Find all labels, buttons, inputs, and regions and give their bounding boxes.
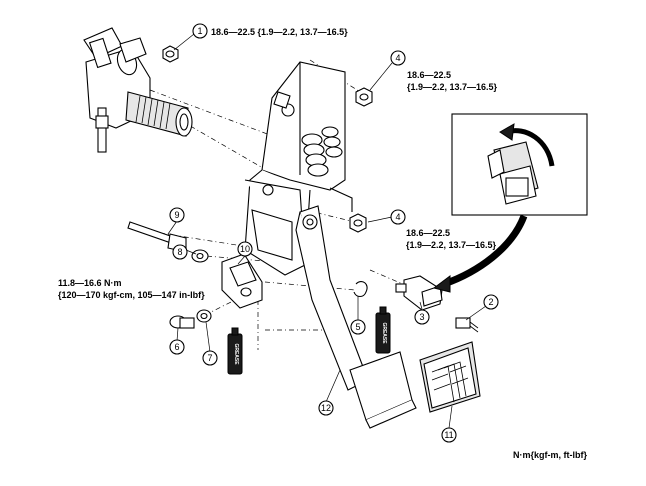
callout-7: 7 [202, 350, 218, 366]
callout-8: 8 [172, 244, 188, 260]
svg-text:11: 11 [444, 430, 453, 440]
callout-5: 5 [350, 319, 366, 335]
callout-6: 6 [169, 339, 185, 355]
bolt-part-9 [127, 221, 187, 253]
svg-text:9: 9 [174, 210, 179, 220]
torque-spec-part-8-line1: 11.8—16.6 N·m [58, 278, 122, 288]
clevis-part-10 [221, 253, 263, 309]
callout-12: 12 [318, 400, 334, 416]
callout-4-lower: 4 [390, 209, 406, 225]
torque-spec-part-4-upper-line1: 18.6—22.5 [407, 70, 451, 80]
rotation-arrow-icon [499, 123, 555, 167]
bushing-part-7 [196, 309, 212, 323]
nut-part-8 [191, 249, 209, 263]
clevis-pin-part-6 [169, 315, 195, 329]
units-note: N·m{kgf-m, ft-lbf} [513, 450, 587, 460]
connector-part-2 [455, 317, 479, 333]
torque-spec-part-8-line2: {120—170 kgf-cm, 105—147 in-lbf} [58, 290, 205, 300]
callout-11: 11 [441, 427, 457, 443]
torque-spec-part-4-upper-line2: {1.9—2.2, 13.7—16.5} [407, 82, 498, 92]
switch-detail-inset [451, 113, 588, 216]
brake-light-switch-part-3 [395, 275, 443, 311]
nut-part-4-lower [349, 213, 367, 233]
nut-part-1 [162, 45, 179, 63]
callout-9: 9 [169, 207, 185, 223]
callout-1: 1 [192, 23, 208, 39]
pedal-pad-part-11 [419, 341, 481, 413]
svg-text:4: 4 [395, 53, 400, 63]
svg-text:10: 10 [240, 244, 250, 254]
svg-text:8: 8 [177, 247, 182, 257]
svg-text:12: 12 [321, 403, 331, 413]
grease-label: GREASE [381, 322, 387, 344]
svg-text:5: 5 [355, 322, 360, 332]
leader-lines [167, 33, 487, 429]
svg-text:3: 3 [419, 312, 424, 322]
return-spring [301, 126, 343, 177]
torque-spec-part-1: 18.6—22.5 {1.9—2.2, 13.7—16.5} [211, 27, 348, 37]
threaded-pushrod [135, 95, 171, 130]
svg-text:6: 6 [174, 342, 179, 352]
brake-pedal-pad-mount [349, 351, 417, 429]
svg-text:4: 4 [395, 212, 400, 222]
inset-pointer-arrow [432, 214, 528, 293]
brake-pedal-arm-part-12 [295, 205, 369, 391]
grease-label: GREASE [233, 343, 239, 365]
nut-part-4-upper [355, 87, 373, 107]
clip-part-5 [353, 281, 368, 298]
grease-can-icon: GREASE [227, 327, 243, 375]
callout-2: 2 [483, 294, 499, 310]
torque-spec-part-4-lower-line2: {1.9—2.2, 13.7—16.5} [406, 240, 497, 250]
svg-text:2: 2 [488, 297, 493, 307]
torque-spec-part-4-lower-line1: 18.6—22.5 [406, 228, 450, 238]
callout-3: 3 [414, 309, 430, 325]
brake-master-cylinder [83, 27, 193, 153]
svg-text:7: 7 [207, 353, 212, 363]
grease-can-icon: GREASE [375, 306, 391, 354]
callout-10: 10 [237, 241, 253, 257]
svg-text:1: 1 [197, 26, 202, 36]
callout-4-upper: 4 [390, 50, 406, 66]
